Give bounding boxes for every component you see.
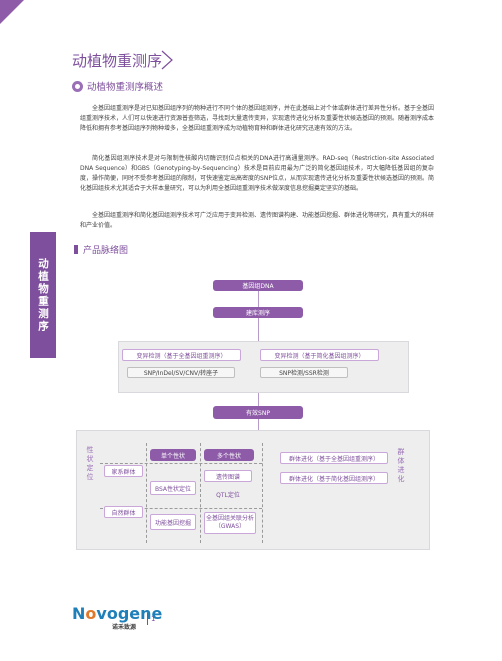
grid-line — [262, 443, 263, 543]
family-pop-box: 家系群体 — [104, 465, 143, 477]
section-heading-text: 产品脉络图 — [83, 246, 129, 256]
grid-line — [100, 463, 262, 464]
novogene-logo: Novogene — [72, 604, 163, 623]
natural-pop-box: 自然群体 — [104, 506, 143, 518]
bsa-box: BSA性状定位 — [150, 481, 196, 495]
connector — [258, 418, 259, 430]
connector — [258, 393, 259, 407]
page-title: 动植物重测序 — [72, 52, 163, 70]
paragraph-1: 全基因组重测序是对已知基因组序列的物种进行不同个体的基因组测序，并在此基础上对个… — [80, 105, 435, 132]
gbs-types-box: SNP检测/SSR检测 — [260, 367, 348, 378]
grid-line — [146, 443, 147, 543]
paragraph-2: 简化基因组测序技术是对与限制性核酸内切酶识别位点相关的DNA进行高通量测序。RA… — [80, 155, 434, 192]
grid-line — [100, 508, 262, 509]
multi-trait-box: 多个性状 — [204, 449, 254, 461]
genome-dna-box: 基因组DNA — [213, 280, 303, 291]
grid-line — [200, 443, 201, 543]
wgs-types-box: SNP/InDel/SV/CNV/转座子 — [127, 367, 235, 378]
gwas-box: 全基因组关联分析（GWAS） — [204, 512, 256, 534]
wgs-detect-box: 变异检测（基于全基因组重测序） — [122, 349, 241, 361]
overview-subhead-text: 动植物重测序概述 — [87, 82, 164, 93]
library-box: 建库测序 — [213, 307, 303, 318]
qtl-label: QTL定位 — [216, 491, 240, 499]
circle-bullet-icon — [72, 81, 83, 92]
evo-gbs-box: 群体进化（基于简化基因组测序） — [280, 472, 388, 484]
func-gene-box: 功能基因挖掘 — [150, 514, 196, 530]
page-number-divider — [147, 613, 148, 625]
paragraph-3: 全基因组重测序和简化基因组测序技术可广泛应用于变异检测、遗传图谱构建、功能基因挖… — [80, 212, 435, 229]
logo-subtitle: 诺禾致源 — [112, 624, 137, 631]
single-trait-box: 单个性状 — [150, 449, 196, 461]
page-number: 1 — [151, 615, 156, 623]
chevron-right-icon — [161, 50, 173, 70]
connector — [258, 318, 259, 341]
side-tab: 动植物重测序 — [30, 232, 56, 358]
overview-subhead: 动植物重测序概述 — [72, 79, 163, 93]
corner-accent — [0, 0, 24, 24]
evolution-label: 群体进化 — [397, 448, 405, 484]
connector — [258, 290, 259, 310]
section-heading: 产品脉络图 — [74, 243, 128, 256]
effective-snp-box: 有效SNP — [213, 406, 303, 419]
genetic-map-box: 遗传图谱 — [204, 470, 252, 482]
section-bar — [74, 245, 78, 254]
trait-mapping-label: 性状定位 — [86, 446, 94, 482]
gbs-detect-box: 变异检测（基于简化基因组测序） — [260, 349, 379, 361]
evo-wgs-box: 群体进化（基于全基因组重测序） — [280, 452, 388, 464]
